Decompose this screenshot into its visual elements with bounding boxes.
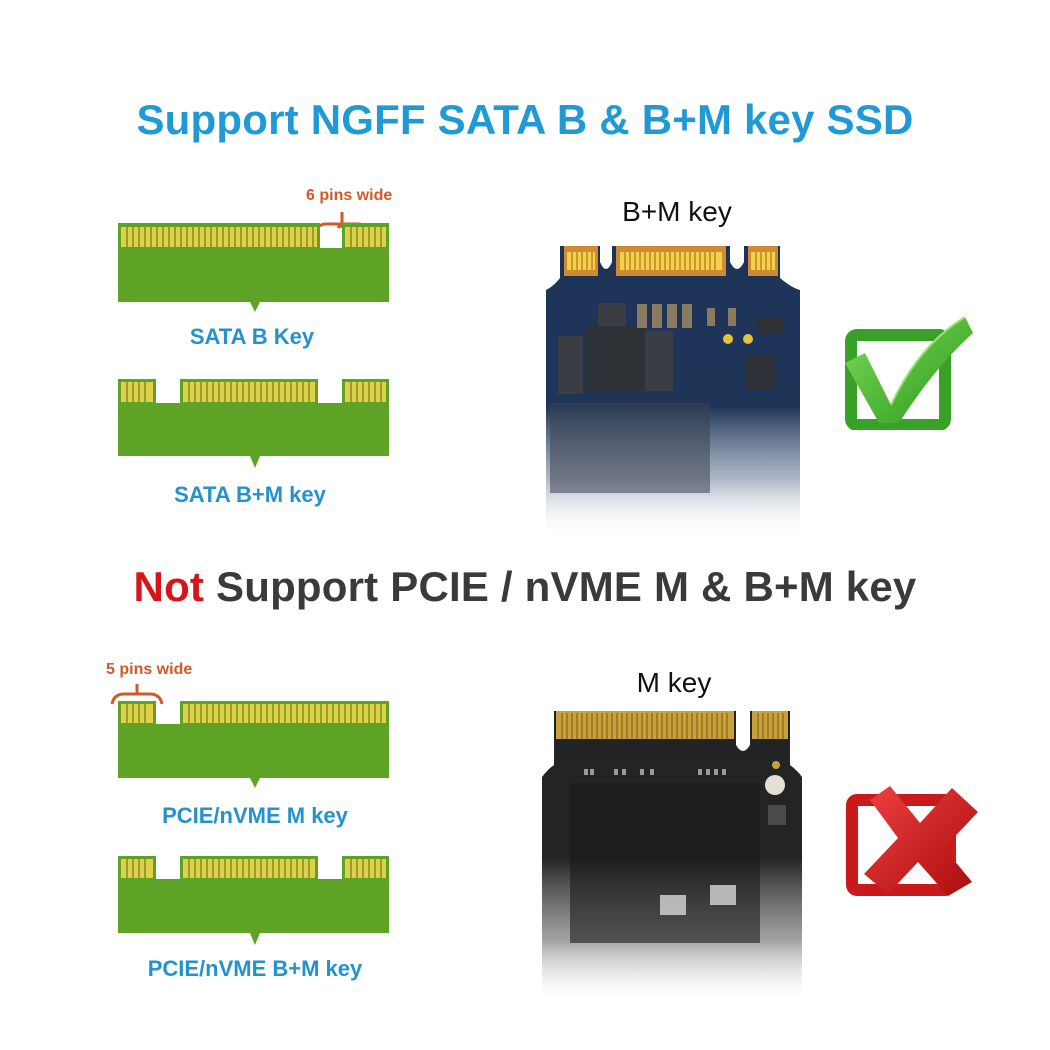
m-key-ssd-photo [542,711,802,1005]
pin-width-annotation: 5 pins wide [106,661,193,678]
diagram-caption: SATA B Key [189,324,315,349]
not-prefix: Not [133,563,205,610]
ssd-photo-label: M key [636,667,712,698]
diagram-caption: PCIE/nVME M key [162,803,348,828]
sata-b-key-connector-diagram [118,212,389,312]
sata-b-m-key-connector-diagram [118,379,389,468]
diagram-caption: SATA B+M key [174,482,326,507]
page-title: Support NGFF SATA B & B+M key SSD [136,96,914,143]
green-check-icon [845,316,973,430]
pin-width-annotation: 6 pins wide [306,187,393,204]
b-m-key-ssd-photo [546,246,800,538]
diagram-caption: PCIE/nVME B+M key [147,956,363,981]
section-heading-unsupported: Not Support PCIE / nVME M & B+M key [0,563,1050,611]
pcie-nvme-b-m-key-connector-diagram [118,856,389,945]
pcie-nvme-m-key-connector-diagram [110,684,389,788]
unsupported-heading-text: Support PCIE / nVME M & B+M key [204,563,917,610]
ssd-photo-label: B+M key [622,196,732,227]
red-x-icon [846,786,978,896]
